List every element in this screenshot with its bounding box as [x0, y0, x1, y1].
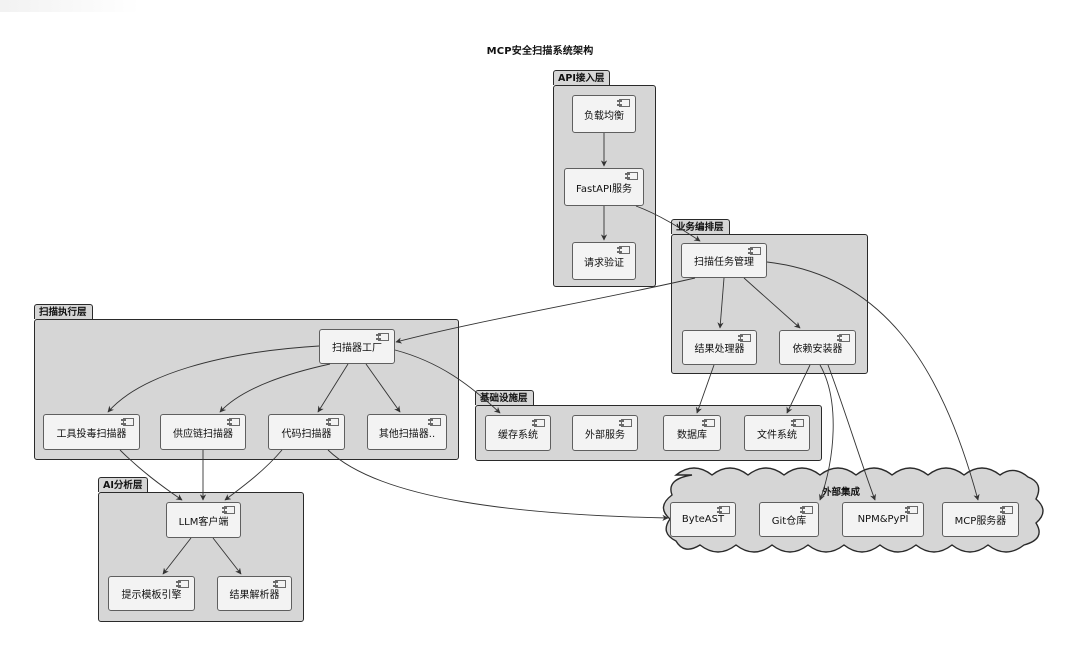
- component-icon: [326, 418, 339, 426]
- component-icon: [738, 334, 751, 342]
- component-icon: [748, 247, 761, 255]
- component-label: ByteAST: [681, 514, 725, 525]
- component-icon: [273, 580, 286, 588]
- component-label: 其他扫描器..: [378, 428, 436, 440]
- component-git-repo[interactable]: Git仓库: [759, 502, 819, 537]
- component-load-balancer[interactable]: 负载均衡: [572, 95, 636, 133]
- diagram-title: MCP安全扫描系统架构: [486, 46, 594, 57]
- component-prompt-template-engine[interactable]: 提示模板引擎: [108, 576, 195, 611]
- component-label: 工具投毒扫描器: [56, 428, 127, 440]
- component-label: 扫描器工厂: [332, 343, 382, 354]
- component-icon: [800, 506, 813, 514]
- edge-factory-to-toolpoison: [107, 345, 320, 413]
- component-file-system[interactable]: 文件系统: [744, 415, 810, 451]
- component-supply-chain-scanner[interactable]: 供应链扫描器: [160, 414, 246, 450]
- package-tab-infra: 基础设施层: [475, 390, 534, 405]
- edge-result-to-db: [695, 364, 715, 414]
- component-label: 结果解析器: [229, 590, 280, 601]
- component-label: 文件系统: [757, 429, 797, 441]
- component-mcp-server[interactable]: MCP服务器: [942, 502, 1019, 537]
- component-icon: [717, 506, 730, 514]
- package-tab-scan: 扫描执行层: [34, 304, 93, 319]
- component-label: FastAPI服务: [576, 183, 632, 195]
- component-icon: [428, 418, 441, 426]
- component-label: 扫描任务管理: [694, 257, 754, 268]
- edge-taskmgr-to-mcp: [766, 261, 980, 501]
- component-label: 代码扫描器: [281, 428, 332, 440]
- component-icon: [227, 418, 240, 426]
- component-scanner-factory[interactable]: 扫描器工厂: [319, 329, 395, 364]
- component-tool-poison-scanner[interactable]: 工具投毒扫描器: [43, 414, 140, 450]
- edge-dep-to-npm: [827, 364, 876, 501]
- component-label: 提示模板引擎: [121, 590, 182, 601]
- component-task-manager[interactable]: 扫描任务管理: [681, 243, 767, 278]
- edge-dep-to-fs: [786, 364, 811, 414]
- component-other-scanners[interactable]: 其他扫描器..: [367, 414, 447, 450]
- component-label: 依赖安装器: [792, 344, 843, 355]
- component-database[interactable]: 数据库: [663, 415, 721, 451]
- window-edge-shadow: [0, 0, 140, 12]
- edge-llm-to-prompt: [162, 537, 192, 575]
- edge-llm-to-parser: [212, 537, 242, 575]
- component-icon: [176, 580, 189, 588]
- edge-taskmgr-to-factory: [395, 277, 696, 344]
- component-icon: [532, 419, 545, 427]
- component-npm-pypi[interactable]: NPM&PyPI: [842, 502, 924, 537]
- component-icon: [1000, 506, 1013, 514]
- edge-factory-to-cache: [394, 349, 501, 414]
- edge-code-to-llm: [224, 449, 283, 501]
- edge-fastapi-to-taskmgr: [635, 205, 701, 242]
- component-dependency-installer[interactable]: 依赖安装器: [779, 330, 856, 365]
- component-cache-system[interactable]: 缓存系统: [485, 415, 551, 451]
- edge-dep-to-git: [819, 364, 834, 501]
- component-label: 负载均衡: [584, 110, 624, 122]
- component-label: 缓存系统: [498, 429, 538, 441]
- component-label: 供应链扫描器: [173, 428, 233, 440]
- edge-taskmgr-to-dep: [743, 277, 801, 329]
- package-tab-biz: 业务编排层: [671, 219, 730, 234]
- component-icon: [617, 99, 630, 107]
- edge-factory-to-other: [365, 363, 401, 413]
- component-byteast[interactable]: ByteAST: [670, 502, 736, 537]
- component-label: NPM&PyPI: [857, 514, 909, 525]
- edge-code-to-byteast: [327, 449, 669, 522]
- component-icon: [376, 333, 389, 341]
- component-label: 结果处理器: [694, 344, 745, 355]
- edge-factory-to-supply: [219, 363, 331, 413]
- component-label: LLM客户端: [178, 516, 229, 528]
- component-icon: [837, 334, 850, 342]
- component-icon: [121, 418, 134, 426]
- component-label: 外部服务: [585, 429, 625, 441]
- component-code-scanner[interactable]: 代码扫描器: [268, 414, 345, 450]
- component-result-parser[interactable]: 结果解析器: [217, 576, 292, 611]
- edge-factory-to-code: [317, 363, 349, 413]
- component-label: 请求验证: [584, 257, 624, 269]
- package-tab-ai: AI分析层: [98, 477, 149, 492]
- component-label: 数据库: [677, 429, 707, 441]
- component-icon: [702, 419, 715, 427]
- component-icon: [617, 246, 630, 254]
- package-tab-api: API接入层: [553, 70, 611, 85]
- component-request-auth[interactable]: 请求验证: [572, 242, 636, 280]
- component-icon: [625, 172, 638, 180]
- component-result-processor[interactable]: 结果处理器: [682, 330, 757, 365]
- component-icon: [222, 506, 235, 514]
- package-label-ext: 外部集成: [822, 487, 861, 498]
- component-fastapi[interactable]: FastAPI服务: [564, 168, 644, 206]
- component-label: MCP服务器: [954, 516, 1007, 527]
- edge-taskmgr-to-result: [717, 277, 725, 329]
- component-llm-client[interactable]: LLM客户端: [166, 502, 241, 538]
- component-icon: [905, 506, 918, 514]
- component-external-service[interactable]: 外部服务: [572, 415, 638, 451]
- edge-toolpoison-to-llm: [119, 449, 183, 501]
- component-icon: [619, 419, 632, 427]
- component-icon: [791, 419, 804, 427]
- component-label: Git仓库: [771, 516, 807, 527]
